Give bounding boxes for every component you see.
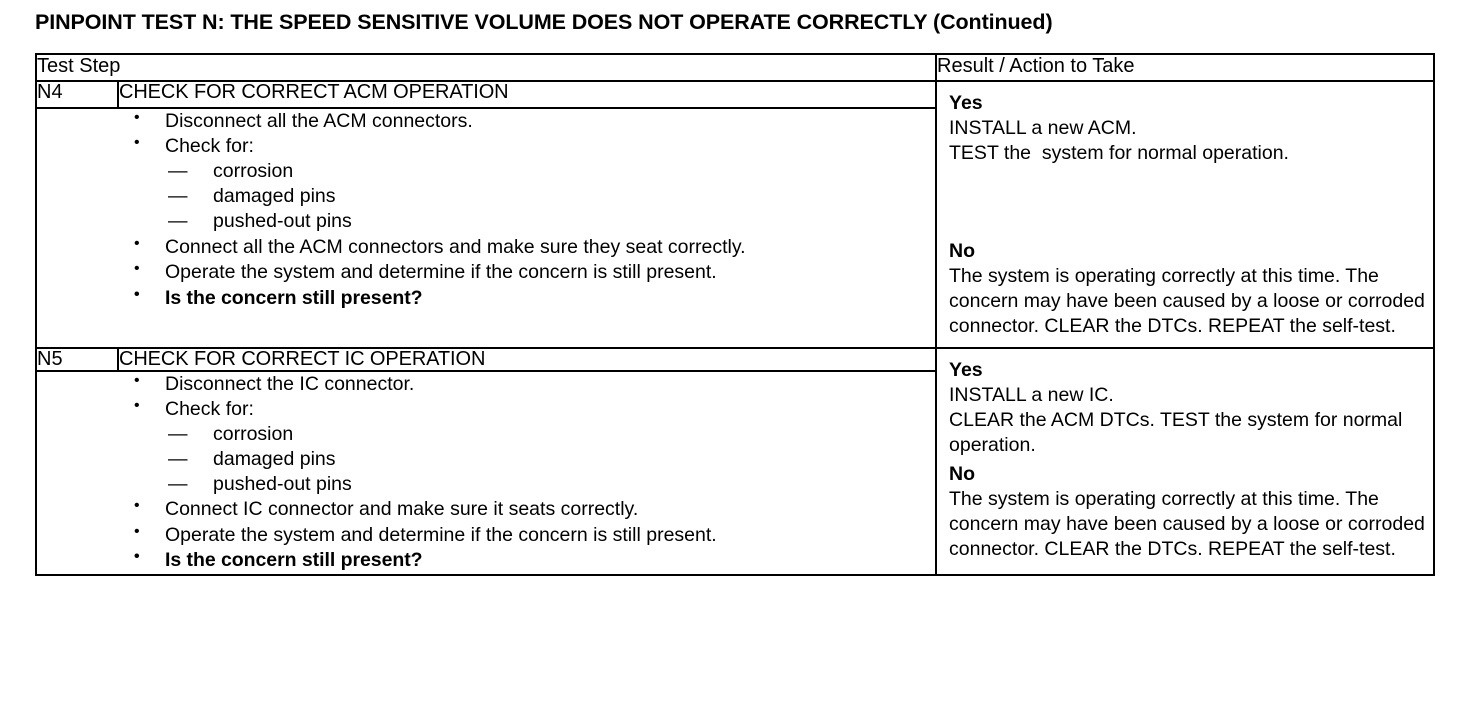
bullet-text: Connect all the ACM connectors and make … — [165, 235, 746, 258]
result-no-text-n4: The system is operating correctly at thi… — [949, 264, 1425, 337]
dash-item: corrosion — [165, 159, 935, 184]
bullet-item: Is the concern still present? — [37, 285, 935, 311]
bullet-text: Check for: — [165, 398, 254, 421]
bullet-text: Connect IC connector and make sure it se… — [165, 498, 639, 521]
result-yes-text-n5: INSTALL a new IC.CLEAR the ACM DTCs. TES… — [949, 383, 1403, 456]
bullet-text: Is the concern still present? — [165, 549, 423, 572]
bullet-item: Check for:corrosiondamaged pinspushed-ou… — [37, 133, 935, 234]
step-bullet-list-n5: Disconnect the IC connector.Check for:co… — [37, 371, 935, 574]
result-yes-label-n4: Yes — [949, 92, 983, 114]
result-no-label-n5: No — [949, 463, 976, 486]
step-title-n4: CHECK FOR CORRECT ACM OPERATION — [116, 80, 938, 109]
result-cell-n5: Yes INSTALL a new IC.CLEAR the ACM DTCs.… — [935, 346, 1436, 576]
step-bullet-list-n4: Disconnect all the ACM connectors.Check … — [37, 108, 935, 311]
pinpoint-test-table: Test Step Result / Action to Take N4 CHE… — [34, 53, 1436, 576]
table-row: Disconnect the IC connector.Check for:co… — [34, 369, 1434, 576]
bullet-item: Operate the system and determine if the … — [37, 259, 935, 285]
bullet-item: Connect IC connector and make sure it se… — [37, 496, 935, 522]
result-cell-n4: Yes INSTALL a new ACM.TEST the system fo… — [935, 80, 1436, 349]
bullet-text: Disconnect all the ACM connectors. — [165, 110, 473, 132]
result-no-label-n4: No — [949, 239, 976, 262]
bullet-text: Is the concern still present? — [165, 286, 423, 309]
step-title-n5: CHECK FOR CORRECT IC OPERATION — [116, 346, 938, 372]
bullet-text: Operate the system and determine if the … — [165, 261, 717, 284]
dash-item: pushed-out pins — [165, 472, 935, 497]
dash-item: pushed-out pins — [165, 209, 935, 234]
dash-item: damaged pins — [165, 447, 935, 472]
bullet-item: Disconnect the IC connector. — [37, 371, 935, 397]
step-body-n5: Disconnect the IC connector.Check for:co… — [34, 369, 938, 576]
dash-item: damaged pins — [165, 184, 935, 209]
column-header-test-step: Test Step — [34, 53, 938, 82]
bullet-item: Connect all the ACM connectors and make … — [37, 234, 935, 260]
table-row: Disconnect all the ACM connectors.Check … — [34, 107, 1434, 349]
table-header-row: Test Step Result / Action to Take — [34, 53, 1436, 82]
bullet-sublist: corrosiondamaged pinspushed-out pins — [165, 422, 935, 497]
result-yes-label-n5: Yes — [949, 358, 983, 381]
bullet-sublist: corrosiondamaged pinspushed-out pins — [165, 159, 935, 234]
step-id-n4: N4 — [35, 80, 119, 109]
bullet-item: Check for:corrosiondamaged pinspushed-ou… — [37, 396, 935, 497]
table-row: N4 CHECK FOR CORRECT ACM OPERATION Yes I… — [35, 80, 1436, 349]
step-id-n5: N5 — [35, 346, 119, 372]
result-no-text-n5: The system is operating correctly at thi… — [949, 488, 1425, 561]
page-title: PINPOINT TEST N: THE SPEED SENSITIVE VOL… — [35, 10, 1053, 34]
column-header-result-action: Result / Action to Take — [935, 53, 1436, 82]
bullet-text: Operate the system and determine if the … — [165, 523, 717, 546]
table-row: N5 CHECK FOR CORRECT IC OPERATION Yes IN… — [35, 346, 1436, 576]
bullet-item: Is the concern still present? — [37, 547, 935, 573]
bullet-text: Disconnect the IC connector. — [165, 372, 415, 395]
dash-item: corrosion — [165, 422, 935, 447]
step-body-n4: Disconnect all the ACM connectors.Check … — [34, 107, 938, 349]
bullet-item: Operate the system and determine if the … — [37, 522, 935, 548]
result-yes-text-n4: INSTALL a new ACM.TEST the system for no… — [949, 116, 1289, 164]
result-spacer-n4 — [949, 166, 1427, 239]
bullet-item: Disconnect all the ACM connectors. — [37, 108, 935, 134]
bullet-text: Check for: — [165, 135, 254, 158]
